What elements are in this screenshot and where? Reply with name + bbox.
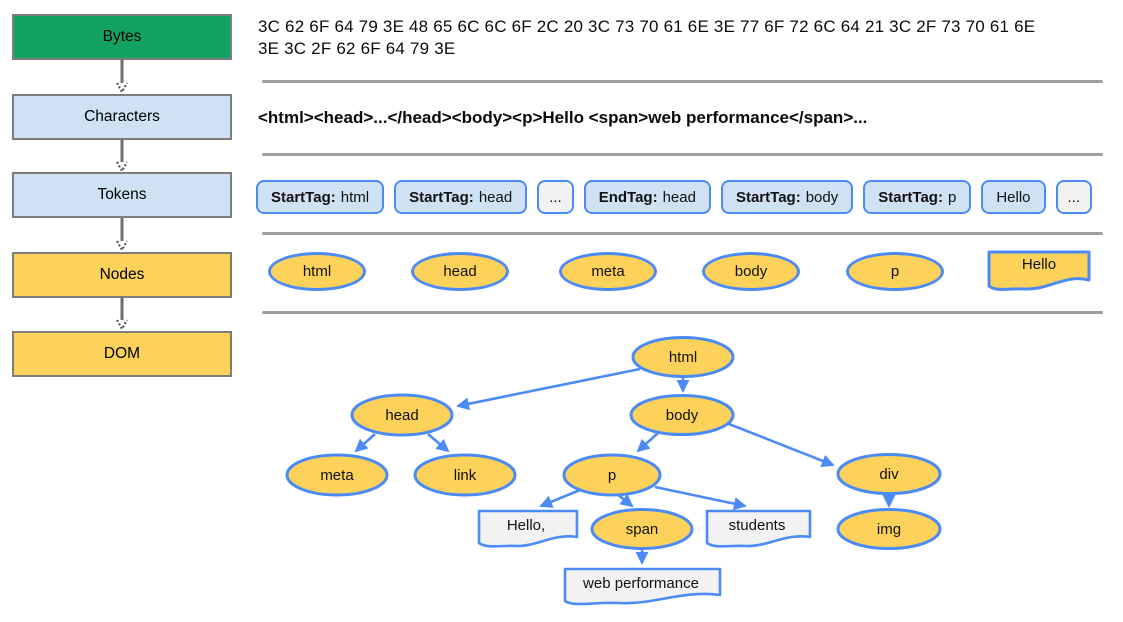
dom-label-span: span [626, 521, 659, 538]
dom-textnode-hello [477, 509, 579, 548]
token-starttag-p: StartTag:p [863, 180, 972, 214]
dom-node-meta [285, 453, 389, 497]
token-starttag-head: StartTag:head [394, 180, 528, 214]
down-arrow-icon [116, 139, 128, 173]
dom-node-link [413, 453, 517, 497]
down-arrow-icon [116, 218, 128, 252]
dom-label-body: body [666, 407, 699, 424]
token-value: head [662, 188, 696, 206]
edge-p-students [654, 485, 747, 511]
token-value: ... [1067, 188, 1081, 206]
token-starttag-body: StartTag:body [720, 180, 854, 214]
token-starttag-html: StartTag:html [256, 180, 385, 214]
token-value: body [805, 188, 839, 206]
edge-body-div [728, 422, 835, 467]
token-value: head [478, 188, 513, 206]
text-node-label: Hello [1021, 256, 1057, 273]
dom-node-html [631, 336, 735, 378]
edge-head-link [427, 433, 450, 453]
token-text-hello: Hello [981, 180, 1046, 214]
token-type: StartTag: [271, 188, 336, 206]
node-ellipse-html: html [268, 252, 366, 291]
token-ellipsis: ... [537, 180, 574, 214]
edge-html-head [456, 367, 641, 411]
stage-box-nodes: Nodes [12, 252, 232, 298]
token-type: StartTag: [409, 188, 474, 206]
stage-label-nodes: Nodes [99, 266, 145, 283]
node-ellipse-body: body [702, 252, 800, 291]
stage-box-characters: Characters [12, 94, 232, 140]
dom-label-div: div [879, 466, 899, 483]
dom-node-span [590, 508, 694, 550]
dom-label-p: p [608, 467, 616, 484]
divider-line [262, 311, 1103, 314]
stage-label-dom: DOM [103, 345, 141, 362]
node-label: meta [591, 263, 625, 280]
down-arrow-icon [116, 60, 128, 94]
node-ellipse-meta: meta [559, 252, 657, 291]
dom-label-link: link [454, 467, 477, 484]
edge-body-p [636, 432, 659, 453]
dom-node-div [836, 453, 942, 495]
divider-line [262, 232, 1103, 235]
characters-html-text: <html><head>...</head><body><p>Hello <sp… [258, 108, 868, 127]
divider-line [262, 80, 1103, 83]
dom-textnode-students [705, 509, 812, 548]
dom-label-hello: Hello, [507, 517, 545, 534]
stage-label-tokens: Tokens [97, 186, 147, 203]
divider-line [262, 153, 1103, 156]
dom-node-head [350, 393, 454, 437]
token-value: Hello [996, 188, 1031, 206]
token-type: EndTag: [598, 188, 658, 206]
node-label: p [890, 263, 900, 280]
token-type: StartTag: [735, 188, 801, 206]
dom-node-body [629, 394, 735, 436]
dom-textnode-webperf [563, 567, 722, 606]
wavy-box-shape [987, 250, 1091, 291]
stage-box-dom: DOM [12, 331, 232, 377]
token-value: ... [549, 188, 562, 206]
token-endtag-head: EndTag:head [583, 180, 711, 214]
node-label: head [443, 263, 477, 280]
node-ellipse-head: head [411, 252, 509, 291]
edge-p-hello [539, 488, 581, 508]
dom-node-img [836, 508, 942, 550]
token-type: StartTag: [878, 188, 943, 206]
dom-label-html: html [669, 349, 697, 366]
node-label: html [302, 263, 332, 280]
node-ellipse-p: p [846, 252, 944, 291]
dom-label-students: students [729, 517, 786, 534]
bytes-hex-text: 3C 62 6F 64 79 3E 48 65 6C 6C 6F 2C 20 3… [258, 17, 1036, 59]
token-row: StartTag:html StartTag:head ... EndTag:h… [256, 180, 1116, 214]
token-ellipsis: ... [1055, 180, 1093, 214]
stage-box-tokens: Tokens [12, 172, 232, 218]
dom-tree-element-nodes [285, 336, 942, 550]
stage-label-bytes: Bytes [102, 28, 142, 45]
token-value: html [340, 188, 370, 206]
dom-tree-labels: html head body meta link p div span img … [320, 349, 901, 592]
node-label: body [734, 263, 768, 280]
text-node-hello: Hello [986, 250, 1092, 296]
dom-label-head: head [385, 407, 418, 424]
dom-label-img: img [877, 521, 901, 538]
stage-label-characters: Characters [84, 108, 160, 125]
dom-label-meta: meta [320, 467, 354, 484]
down-arrow-icon [116, 297, 128, 331]
dom-tree: html head body meta link p div span img … [285, 336, 942, 606]
dom-node-p [562, 453, 662, 497]
dom-label-webperf: web performance [582, 575, 699, 592]
edge-head-meta [354, 433, 376, 453]
dom-tree-text-nodes [477, 509, 812, 606]
token-value: p [947, 188, 957, 206]
stage-box-bytes: Bytes [12, 14, 232, 60]
